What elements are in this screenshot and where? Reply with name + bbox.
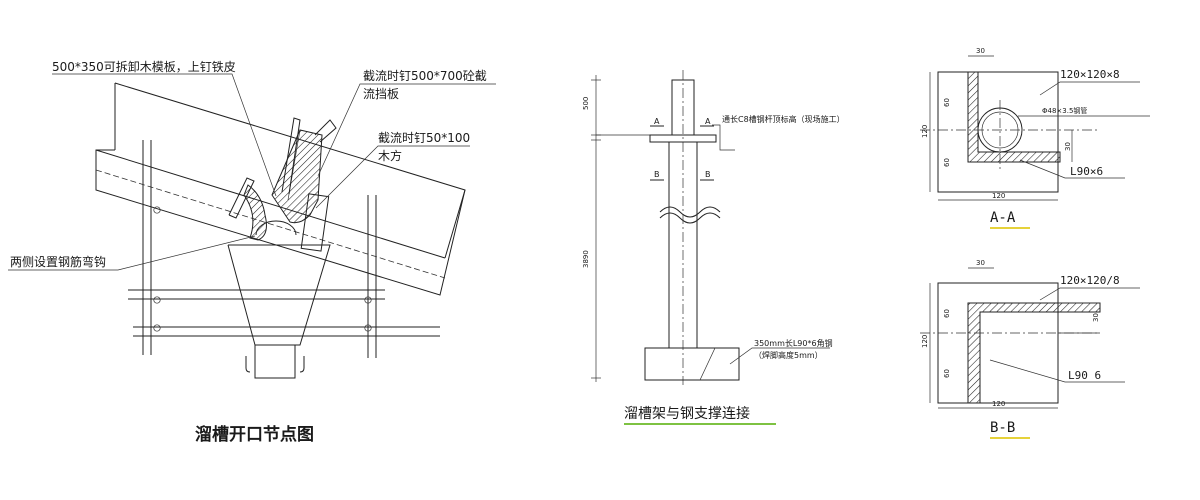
chute-opening-detail: 500*350可拆卸木模板，上钉铁皮 截流时钉500*700砼截 流挡板 截流时… [8,59,496,445]
dim-top: 500 [582,97,590,110]
aa-dim-120v: 120 [921,125,929,138]
chute-frame-connection: 500 3890 A A B B 通长C8槽钢杆顶标高（现场施工） 350mm长… [582,70,845,425]
hopper [227,244,331,379]
leader-lines [8,73,496,271]
chute-trough [95,82,466,296]
bb-angle [967,302,1101,404]
bb-dim-60b: 60 [943,369,951,378]
bb-plate [937,282,1059,404]
label-baffle-line2: 流挡板 [363,87,399,101]
horizontal-bars [128,206,440,337]
aa-angle [967,71,1061,163]
aa-dim-60a: 60 [943,98,951,107]
aa-plate-label: 120×120×8 [1060,68,1120,81]
baffle-board [228,117,337,252]
section-mark-b-left: B [654,170,660,179]
note-bottom-line2: （焊脚高度5mm） [754,350,823,360]
aa-dim-30r: 30 [1064,142,1072,151]
label-hook: 两侧设置钢筋弯钩 [10,254,106,269]
label-wood-line1: 截流时钉50*100 [378,131,470,145]
section-a-a: 30 60 60 120 120 30 120×120×8 Φ48×3.5钢管 … [920,47,1150,229]
bb-angle-label: L90 6 [1068,369,1101,382]
bb-title: B-B [990,420,1015,436]
label-wood-line2: 木方 [378,148,402,163]
bb-dim-120v: 120 [921,335,929,348]
aa-dim-60b: 60 [943,158,951,167]
label-baffle-line1: 截流时钉500*700砼截 [363,69,487,83]
bb-dim-60a: 60 [943,309,951,318]
section-mark-b-right: B [705,170,711,179]
bb-dim-30: 30 [976,259,985,267]
dim-main: 3890 [582,250,590,268]
middle-figure-title: 溜槽架与钢支撑连接 [624,405,750,422]
label-formwork: 500*350可拆卸木模板，上钉铁皮 [52,59,236,74]
left-figure-title: 溜槽开口节点图 [195,424,314,445]
aa-pipe-note: Φ48×3.5钢管 [1042,106,1087,115]
section-b-b: 30 60 60 120 120 30 120×120/8 L90 6 B-B [920,259,1140,439]
aa-angle-label: L90×6 [1070,165,1103,178]
bb-dim-120h: 120 [992,400,1005,408]
aa-dim-120h: 120 [992,192,1005,200]
aa-dim-30: 30 [976,47,985,55]
section-mark-a-right: A [705,117,711,126]
support-posts [142,140,377,358]
bb-dim-30r: 30 [1092,313,1100,322]
note-bottom-line1: 350mm长L90*6角钢 [754,338,833,348]
bb-plate-label: 120×120/8 [1060,274,1120,287]
aa-plate [937,71,1059,193]
aa-title: A-A [990,210,1016,226]
note-top: 通长C8槽钢杆顶标高（现场施工） [722,114,845,124]
section-mark-a-left: A [654,117,660,126]
